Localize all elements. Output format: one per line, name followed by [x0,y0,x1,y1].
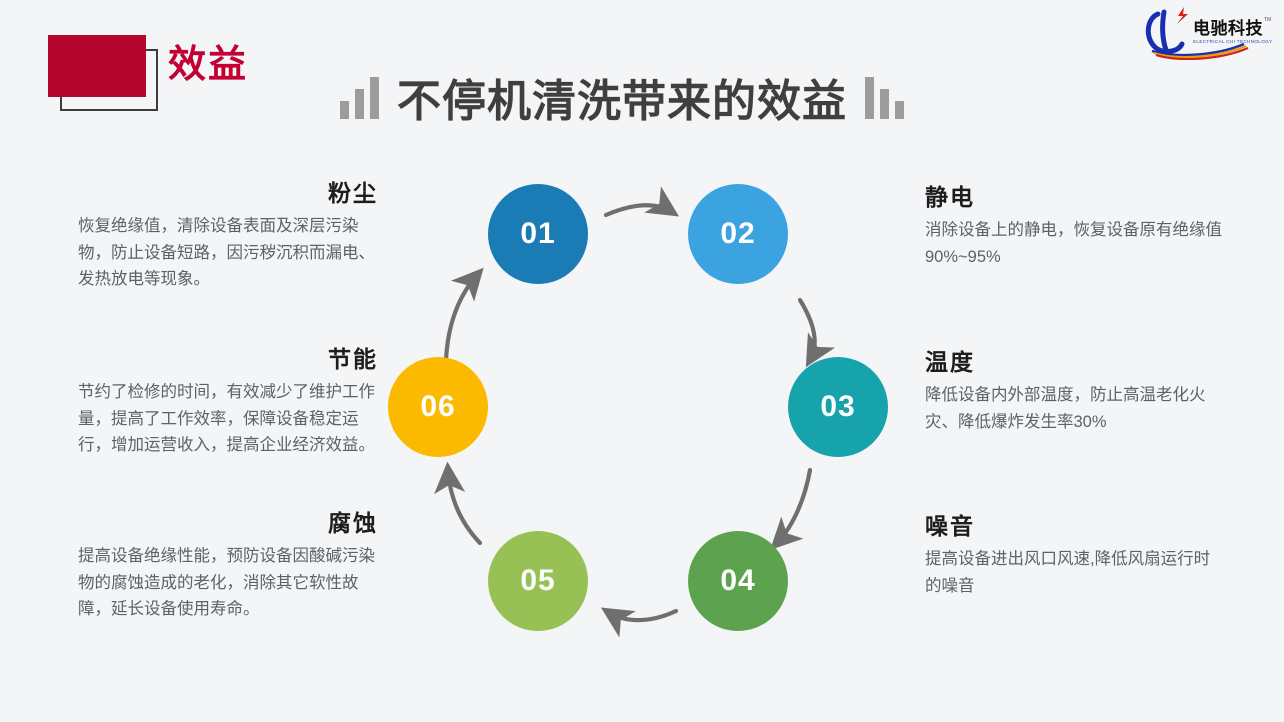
page-title: 不停机清洗带来的效益 [397,77,847,126]
benefit-heading-dust: 粉尘 [328,180,378,206]
benefit-heading-static: 静电 [925,184,975,210]
benefit-block-corrosion: 腐蚀 提高设备绝缘性能，预防设备因酸碱污染物的腐蚀造成的老化，消除其它软性故障，… [78,512,378,623]
cycle-diagram: 01 02 03 04 05 06 [380,170,900,640]
benefit-body-noise: 提高设备进出风口风速,降低风扇运行时的噪音 [925,550,1211,595]
arrow-01-to-02 [603,186,680,218]
cycle-node-01[interactable]: 01 [488,184,588,284]
arrow-04-to-05 [600,607,679,638]
company-logo: 电驰科技 ELECTRICAL CHI TECHNOLOGY TM [1140,4,1276,60]
bar-chart-decor-right-icon [865,73,904,119]
benefit-heading-noise: 噪音 [925,513,975,539]
benefit-body-static: 消除设备上的静电，恢复设备原有绝缘值90%~95% [925,221,1222,266]
benefit-heading-corrosion: 腐蚀 [328,510,378,536]
benefit-block-temperature: 温度 降低设备内外部温度，防止高温老化火灾、降低爆炸发生率30% [925,351,1225,435]
cycle-node-02[interactable]: 02 [688,184,788,284]
benefit-block-dust: 粉尘 恢复绝缘值，清除设备表面及深层污染物，防止设备短路，因污秽沉积而漏电、发热… [78,182,378,293]
arrow-06-to-01 [443,267,484,363]
svg-text:电驰科技: 电驰科技 [1193,18,1263,38]
arrow-05-to-06 [434,461,483,546]
cycle-node-03[interactable]: 03 [788,357,888,457]
cycle-node-05[interactable]: 05 [488,531,588,631]
cycle-node-06[interactable]: 06 [388,357,488,457]
benefit-block-static: 静电 消除设备上的静电，恢复设备原有绝缘值90%~95% [925,186,1225,270]
benefit-heading-energy: 节能 [328,346,378,372]
cycle-node-04[interactable]: 04 [688,531,788,631]
benefit-body-dust: 恢复绝缘值，清除设备表面及深层污染物，防止设备短路，因污秽沉积而漏电、发热放电等… [78,217,375,289]
badge-filled-rect [48,35,146,97]
section-badge [48,35,173,125]
benefit-heading-temperature: 温度 [925,349,975,375]
benefit-block-energy: 节能 节约了检修的时间，有效减少了维护工作量，提高了工作效率，保障设备稳定运行，… [78,348,378,459]
arrow-02-to-03 [797,297,835,368]
section-label: 效益 [168,44,249,86]
benefit-body-temperature: 降低设备内外部温度，防止高温老化火灾、降低爆炸发生率30% [925,386,1206,431]
bar-chart-decor-left-icon [340,73,379,119]
benefit-block-noise: 噪音 提高设备进出风口风速,降低风扇运行时的噪音 [925,515,1225,599]
benefit-body-energy: 节约了检修的时间，有效减少了维护工作量，提高了工作效率，保障设备稳定运行，增加运… [78,383,375,455]
svg-text:ELECTRICAL CHI TECHNOLOGY: ELECTRICAL CHI TECHNOLOGY [1193,39,1272,44]
benefit-body-corrosion: 提高设备绝缘性能，预防设备因酸碱污染物的腐蚀造成的老化，消除其它软性故障，延长设… [78,547,375,619]
arrow-03-to-04 [770,467,813,550]
title-group: 不停机清洗带来的效益 [340,62,904,124]
svg-text:TM: TM [1264,17,1271,23]
